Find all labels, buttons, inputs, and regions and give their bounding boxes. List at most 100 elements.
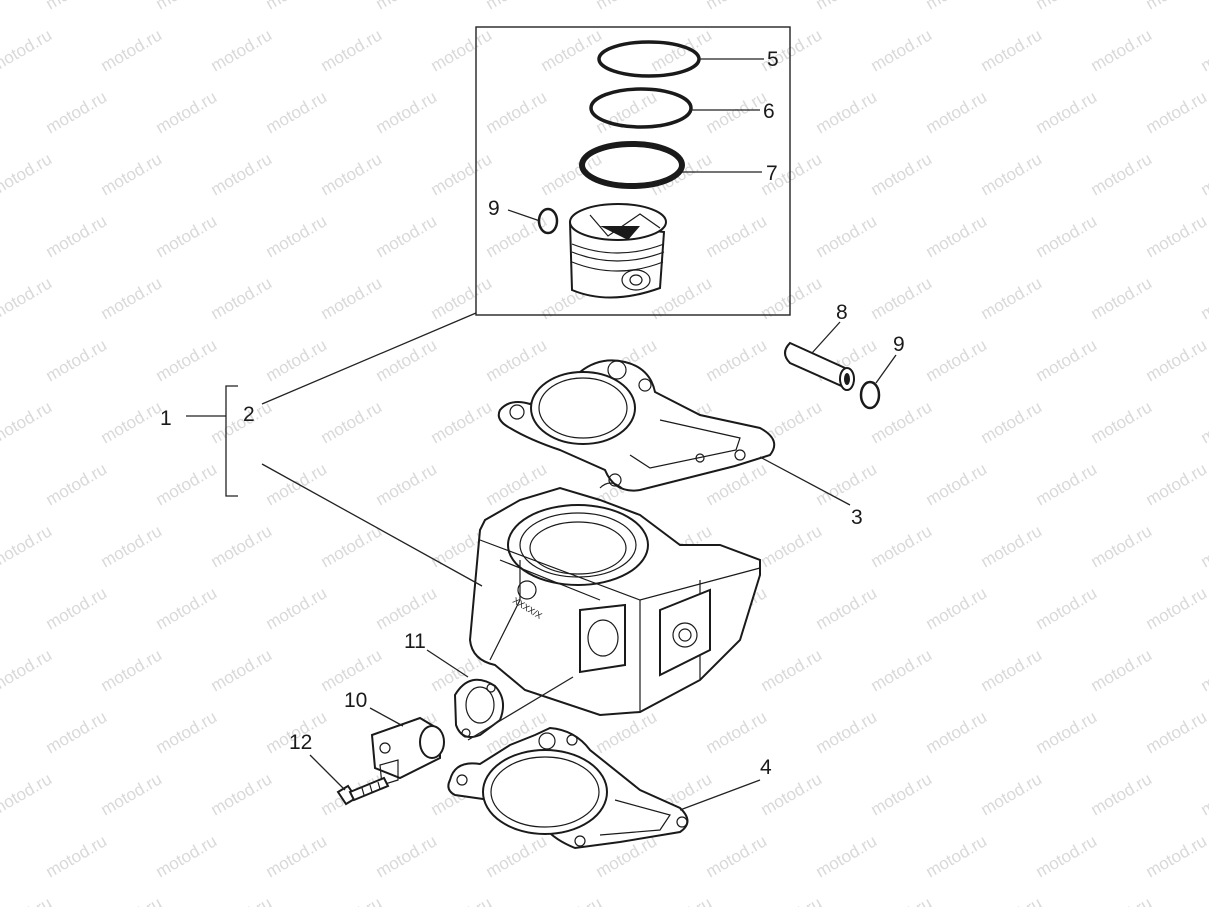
watermark-text: motod.ru	[0, 149, 55, 199]
watermark-text: motod.ru	[43, 335, 111, 385]
watermark-text: motod.ru	[1198, 769, 1209, 819]
cylinder-head-gasket	[497, 359, 776, 492]
watermark-text: motod.ru	[1143, 0, 1209, 13]
piston-ring-oil	[579, 141, 685, 189]
watermark-text: motod.ru	[978, 769, 1046, 819]
leader-2-cylinder	[261, 463, 483, 587]
callout-3: 3	[851, 506, 863, 529]
watermark-text: motod.ru	[1033, 831, 1101, 881]
watermark-text: motod.ru	[868, 273, 936, 323]
cylinder-base-gasket	[447, 726, 689, 850]
watermark-text: motod.ru	[98, 397, 166, 447]
watermark-text: motod.ru	[1033, 211, 1101, 261]
watermark-text: motod.ru	[43, 459, 111, 509]
watermark-text: motod.ru	[153, 211, 221, 261]
piston	[568, 203, 667, 299]
piston-ring-second	[589, 87, 693, 129]
callout-2: 2	[243, 403, 255, 426]
watermark-text: motod.ru	[153, 335, 221, 385]
watermark-text: motod.ru	[978, 273, 1046, 323]
watermark-text: motod.ru	[373, 583, 441, 633]
watermark-text: motod.ru	[208, 893, 276, 907]
watermark-text: motod.ru	[703, 87, 771, 137]
watermark-text: motod.ru	[868, 25, 936, 75]
watermark-text: motod.ru	[373, 211, 441, 261]
leader-4	[679, 779, 761, 811]
watermark-text: motod.ru	[923, 335, 991, 385]
tensioner-bolt	[336, 776, 390, 806]
watermark-text: motod.ru	[318, 521, 386, 571]
piston-ring-oil-inner	[586, 147, 678, 183]
watermark-text: motod.ru	[208, 25, 276, 75]
watermark-text: motod.ru	[428, 25, 496, 75]
watermark-text: motod.ru	[483, 831, 551, 881]
watermark-text: motod.ru	[43, 87, 111, 137]
watermark-text: motod.ru	[153, 459, 221, 509]
watermark-text: motod.ru	[98, 521, 166, 571]
watermark-text: motod.ru	[813, 211, 881, 261]
watermark-text: motod.ru	[1033, 459, 1101, 509]
watermark-text: motod.ru	[1143, 87, 1209, 137]
watermark-text: motod.ru	[703, 335, 771, 385]
watermark-text: motod.ru	[208, 521, 276, 571]
circlip-right	[859, 380, 881, 410]
watermark-text: motod.ru	[813, 583, 881, 633]
watermark-text: motod.ru	[1033, 0, 1101, 13]
leader-12	[309, 754, 346, 791]
watermark-text: motod.ru	[1033, 87, 1101, 137]
watermark-text: motod.ru	[868, 769, 936, 819]
watermark-text: motod.ru	[98, 769, 166, 819]
watermark-text: motod.ru	[813, 459, 881, 509]
watermark-text: motod.ru	[1033, 583, 1101, 633]
watermark-text: motod.ru	[813, 831, 881, 881]
watermark-text: motod.ru	[923, 707, 991, 757]
watermark-text: motod.ru	[923, 87, 991, 137]
watermark-text: motod.ru	[978, 397, 1046, 447]
watermark-text: motod.ru	[483, 335, 551, 385]
leader-3	[759, 456, 851, 506]
watermark-text: motod.ru	[153, 583, 221, 633]
watermark-text: motod.ru	[43, 707, 111, 757]
watermark-text: motod.ru	[1198, 645, 1209, 695]
watermark-text: motod.ru	[263, 87, 331, 137]
watermark-text: motod.ru	[758, 273, 826, 323]
watermark-text: motod.ru	[758, 521, 826, 571]
watermark-text: motod.ru	[593, 0, 661, 13]
watermark-text: motod.ru	[868, 397, 936, 447]
watermark-text: motod.ru	[263, 831, 331, 881]
watermark-text: motod.ru	[318, 397, 386, 447]
watermark-text: motod.ru	[483, 0, 551, 13]
watermark-text: motod.ru	[703, 831, 771, 881]
watermark-text: motod.ru	[648, 25, 716, 75]
watermark-text: motod.ru	[538, 25, 606, 75]
watermark-text: motod.ru	[1088, 149, 1156, 199]
watermark-text: motod.ru	[318, 25, 386, 75]
watermark-text: motod.ru	[923, 831, 991, 881]
watermark-text: motod.ru	[813, 87, 881, 137]
watermark-text: motod.ru	[1143, 583, 1209, 633]
watermark-text: motod.ru	[923, 583, 991, 633]
watermark-text: motod.ru	[0, 645, 55, 695]
watermark-text: motod.ru	[43, 583, 111, 633]
watermark-text: motod.ru	[1143, 459, 1209, 509]
watermark-text: motod.ru	[538, 893, 606, 907]
watermark-text: motod.ru	[208, 769, 276, 819]
watermark-text: motod.ru	[978, 25, 1046, 75]
watermark-text: motod.ru	[1143, 211, 1209, 261]
watermark-text: motod.ru	[978, 645, 1046, 695]
watermark-text: motod.ru	[648, 893, 716, 907]
watermark-text: motod.ru	[758, 645, 826, 695]
watermark-text: motod.ru	[978, 149, 1046, 199]
watermark-text: motod.ru	[43, 831, 111, 881]
watermark-text: motod.ru	[703, 0, 771, 13]
callout-11: 11	[404, 630, 426, 653]
watermark-text: motod.ru	[153, 831, 221, 881]
watermark-text: motod.ru	[0, 25, 55, 75]
watermark-text: motod.ru	[1088, 273, 1156, 323]
watermark-text: motod.ru	[868, 893, 936, 907]
cylinder-block: XXXX/X	[468, 482, 761, 717]
watermark-text: motod.ru	[208, 397, 276, 447]
watermark-text: motod.ru	[1033, 335, 1101, 385]
